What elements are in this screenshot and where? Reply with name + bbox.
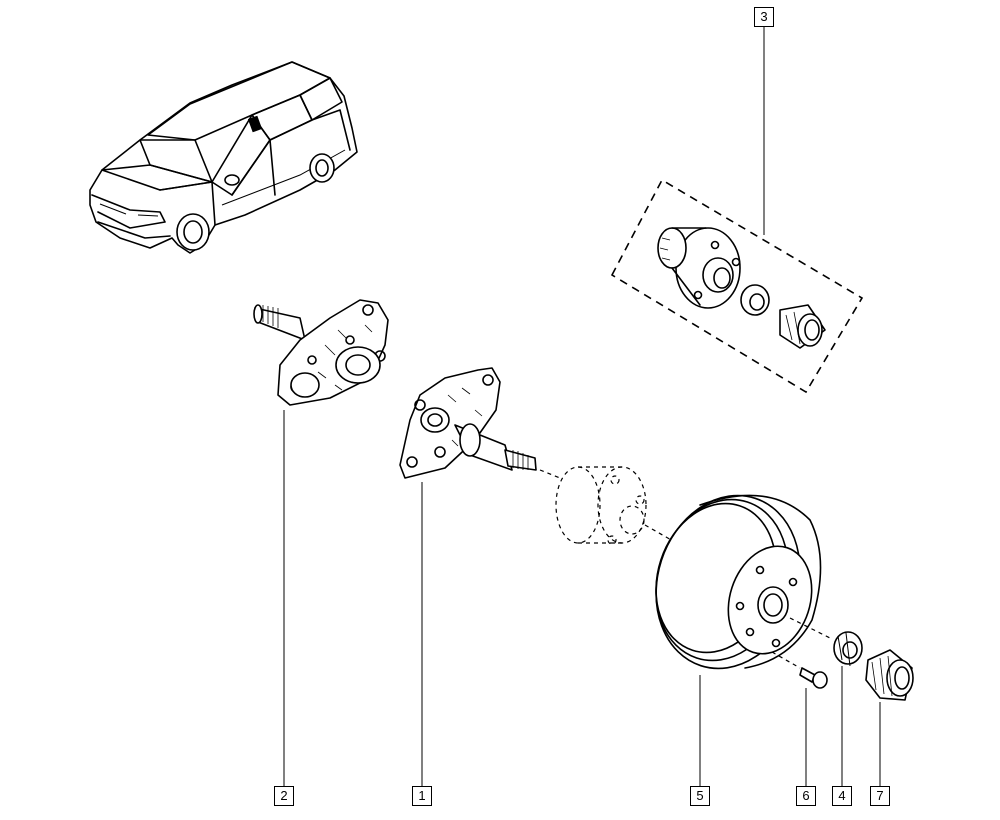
callout-6: 6 (796, 786, 816, 806)
part-7-dust-cap (865, 649, 914, 701)
hub-outline-dashed (539, 466, 681, 546)
part-1-stub-axle-carrier (399, 367, 537, 479)
leader-lines (283, 26, 881, 786)
part-5-brake-drum (655, 494, 831, 670)
callout-2: 2 (274, 786, 294, 806)
part-2-stub-axle-carrier (253, 299, 389, 406)
callout-5: 5 (690, 786, 710, 806)
part-3-hub-kit (610, 178, 864, 394)
callout-4: 4 (832, 786, 852, 806)
callout-3: 3 (754, 7, 774, 27)
callout-7: 7 (870, 786, 890, 806)
car-illustration (89, 61, 358, 254)
part-6-wheel-bolt (771, 651, 828, 689)
callout-1: 1 (412, 786, 432, 806)
part-4-hub-nut (833, 631, 863, 667)
